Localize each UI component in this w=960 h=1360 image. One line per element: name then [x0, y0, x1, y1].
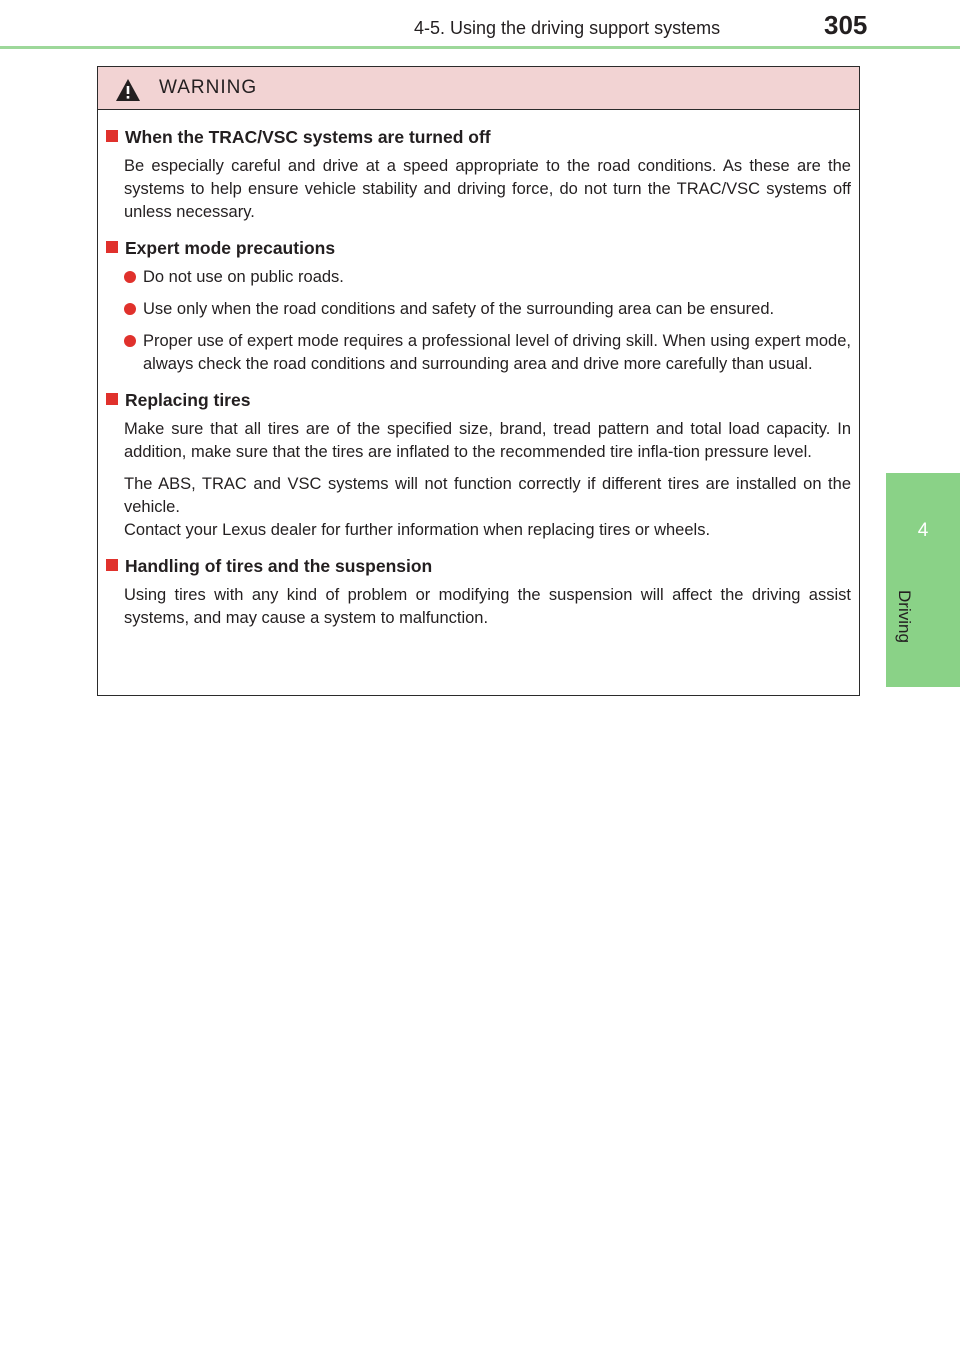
round-bullet-icon	[124, 271, 136, 283]
bullet-item: Proper use of expert mode requires a pro…	[124, 330, 851, 376]
paragraph: Make sure that all tires are of the spec…	[124, 420, 851, 461]
warning-header: WARNING	[98, 67, 859, 110]
section-heading: Replacing tires	[106, 389, 851, 411]
section-heading: When the TRAC/VSC systems are turned off	[106, 126, 851, 148]
round-bullet-icon	[124, 303, 136, 315]
heading-text: Expert mode precautions	[125, 238, 336, 258]
paragraph: Be especially careful and drive at a spe…	[124, 157, 851, 221]
square-bullet-icon	[106, 130, 118, 142]
chapter-label: Driving	[895, 590, 914, 643]
square-bullet-icon	[106, 241, 118, 253]
bullet-item: Use only when the road conditions and sa…	[124, 298, 851, 321]
bullet-text: Do not use on public roads.	[143, 268, 344, 286]
square-bullet-icon	[106, 393, 118, 405]
heading-text: When the TRAC/VSC systems are turned off	[125, 127, 491, 147]
bullet-text: Use only when the road conditions and sa…	[143, 300, 775, 318]
chapter-number: 4	[917, 520, 929, 541]
section-heading: Handling of tires and the suspension	[106, 555, 851, 577]
square-bullet-icon	[106, 559, 118, 571]
paragraph: Using tires with any kind of problem or …	[124, 586, 851, 627]
chapter-label-wrapper: Driving	[895, 590, 924, 670]
bullet-item: Do not use on public roads.	[124, 266, 851, 289]
section-heading: Expert mode precautions	[106, 237, 851, 259]
header-rule	[0, 46, 960, 49]
chapter-tab: 4	[886, 473, 960, 687]
warning-body: When the TRAC/VSC systems are turned off…	[98, 110, 859, 630]
warning-box: WARNING When the TRAC/VSC systems are tu…	[97, 66, 860, 696]
section-title: 4-5. Using the driving support systems	[414, 18, 721, 38]
warning-title: WARNING	[159, 77, 258, 98]
round-bullet-icon	[124, 335, 136, 347]
paragraph: Contact your Lexus dealer for further in…	[124, 521, 711, 539]
bullet-text: Proper use of expert mode requires a pro…	[143, 332, 851, 373]
page-number: 305	[824, 10, 868, 40]
warning-triangle-icon	[116, 79, 140, 101]
heading-text: Handling of tires and the suspension	[125, 556, 433, 576]
paragraph: The ABS, TRAC and VSC systems will not f…	[124, 475, 851, 516]
heading-text: Replacing tires	[125, 390, 251, 410]
